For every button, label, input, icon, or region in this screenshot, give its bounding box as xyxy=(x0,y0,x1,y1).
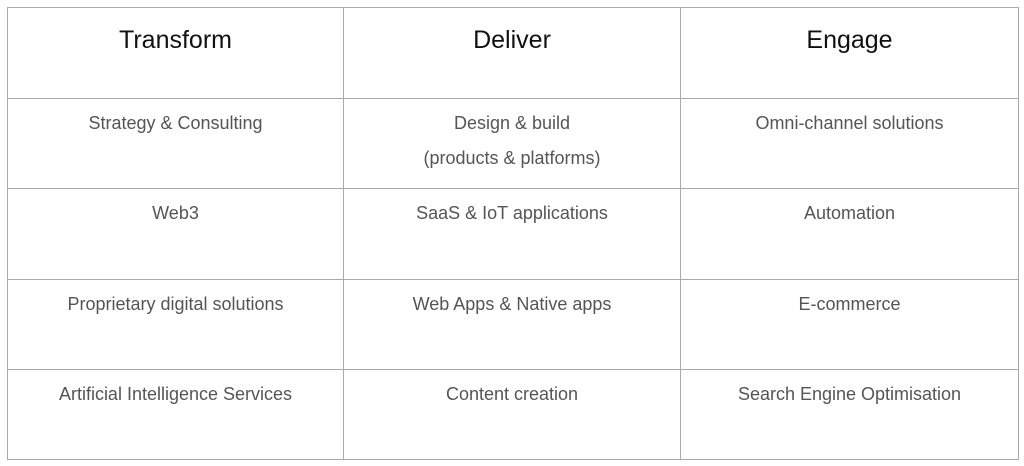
cell-text: Artificial Intelligence Services xyxy=(58,383,293,404)
table-cell: Search Engine Optimisation xyxy=(680,368,1019,461)
cell-text: Automation xyxy=(803,203,896,224)
cell-text: Web Apps & Native apps xyxy=(412,293,612,314)
table-cell: SaaS & IoT applications xyxy=(343,188,681,280)
column-heading: Transform xyxy=(119,26,232,54)
header-row: Transform Deliver Engage xyxy=(7,6,1019,100)
header-cell-engage: Engage xyxy=(680,6,1019,100)
table-cell: Content creation xyxy=(343,368,681,461)
table-cell: Omni-channel solutions xyxy=(680,98,1019,190)
table-row: Artificial Intelligence Services Content… xyxy=(7,368,1019,461)
table-cell: E-commerce xyxy=(680,278,1019,370)
cell-text: Search Engine Optimisation xyxy=(737,383,962,404)
table-cell: Web3 xyxy=(7,188,344,280)
cell-text: SaaS & IoT applications xyxy=(416,203,608,224)
cell-text: E-commerce xyxy=(798,293,901,314)
cell-text: Web3 xyxy=(152,203,199,224)
table-row: Proprietary digital solutions Web Apps &… xyxy=(7,278,1019,370)
header-cell-transform: Transform xyxy=(7,6,344,100)
cell-text: Strategy & Consulting xyxy=(88,113,263,134)
table-cell: Strategy & Consulting xyxy=(7,98,344,190)
table-cell: Automation xyxy=(680,188,1019,280)
cell-text: (products & platforms) xyxy=(423,148,601,169)
table-cell: Artificial Intelligence Services xyxy=(7,368,344,461)
cell-text: Content creation xyxy=(445,383,579,404)
table-cell: Web Apps & Native apps xyxy=(343,278,681,370)
services-table: Transform Deliver Engage Strategy & Cons… xyxy=(7,6,1019,461)
cell-text: Omni-channel solutions xyxy=(755,113,944,134)
cell-text: Proprietary digital solutions xyxy=(67,293,284,314)
cell-text: Design & build xyxy=(453,113,571,134)
table-row: Strategy & Consulting Design & build (pr… xyxy=(7,98,1019,190)
column-heading: Deliver xyxy=(473,26,551,54)
column-heading: Engage xyxy=(806,26,893,54)
table-cell: Proprietary digital solutions xyxy=(7,278,344,370)
table-cell: Design & build (products & platforms) xyxy=(343,98,681,190)
table-row: Web3 SaaS & IoT applications Automation xyxy=(7,188,1019,280)
header-cell-deliver: Deliver xyxy=(343,6,681,100)
